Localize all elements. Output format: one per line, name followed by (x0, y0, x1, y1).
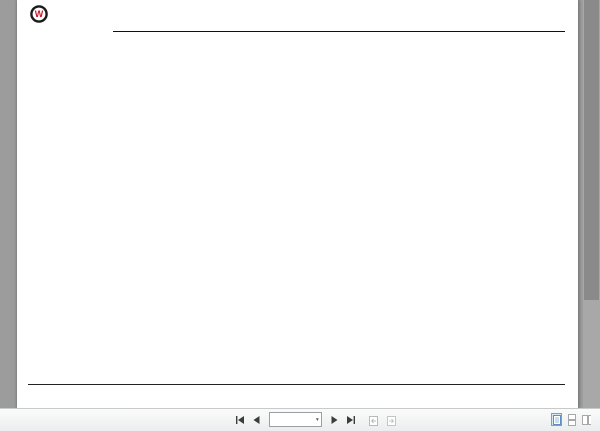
page-number-field[interactable] (273, 414, 315, 425)
previous-page-icon (253, 415, 260, 424)
wacker-neuson-logo: W (30, 5, 48, 23)
vertical-scrollbar[interactable] (583, 0, 600, 409)
last-page-icon (347, 415, 356, 424)
page-navigation: ▾ (232, 412, 400, 427)
continuous-page-icon (567, 413, 576, 426)
next-view-icon (387, 415, 397, 426)
last-page-button[interactable] (344, 412, 359, 427)
first-page-button[interactable] (232, 412, 247, 427)
document-page: W (17, 0, 579, 408)
logo-w: W (35, 9, 44, 19)
previous-view-button[interactable] (367, 412, 382, 427)
first-page-icon (235, 415, 244, 424)
chevron-down-icon[interactable]: ▾ (316, 416, 319, 423)
view-history-group (367, 412, 400, 427)
page-field-wrap: ▾ (269, 412, 322, 427)
single-page-mode-button[interactable] (551, 413, 562, 426)
page-display-modes (551, 413, 592, 426)
next-page-icon (331, 415, 338, 424)
header-rule (113, 31, 565, 33)
single-page-icon (552, 414, 561, 425)
previous-view-icon (369, 415, 379, 426)
circuit-diagram (46, 52, 543, 383)
viewer-toolbar: ▾ (0, 408, 600, 431)
scrollbar-thumb[interactable] (584, 0, 599, 300)
footer-rule (28, 384, 565, 386)
two-page-icon (582, 414, 591, 425)
previous-page-button[interactable] (249, 412, 264, 427)
logo-ring (30, 5, 48, 23)
section-heading (28, 39, 48, 46)
next-page-button[interactable] (327, 412, 342, 427)
next-view-button[interactable] (385, 412, 400, 427)
continuous-mode-button[interactable] (566, 413, 577, 426)
two-page-mode-button[interactable] (581, 413, 592, 426)
